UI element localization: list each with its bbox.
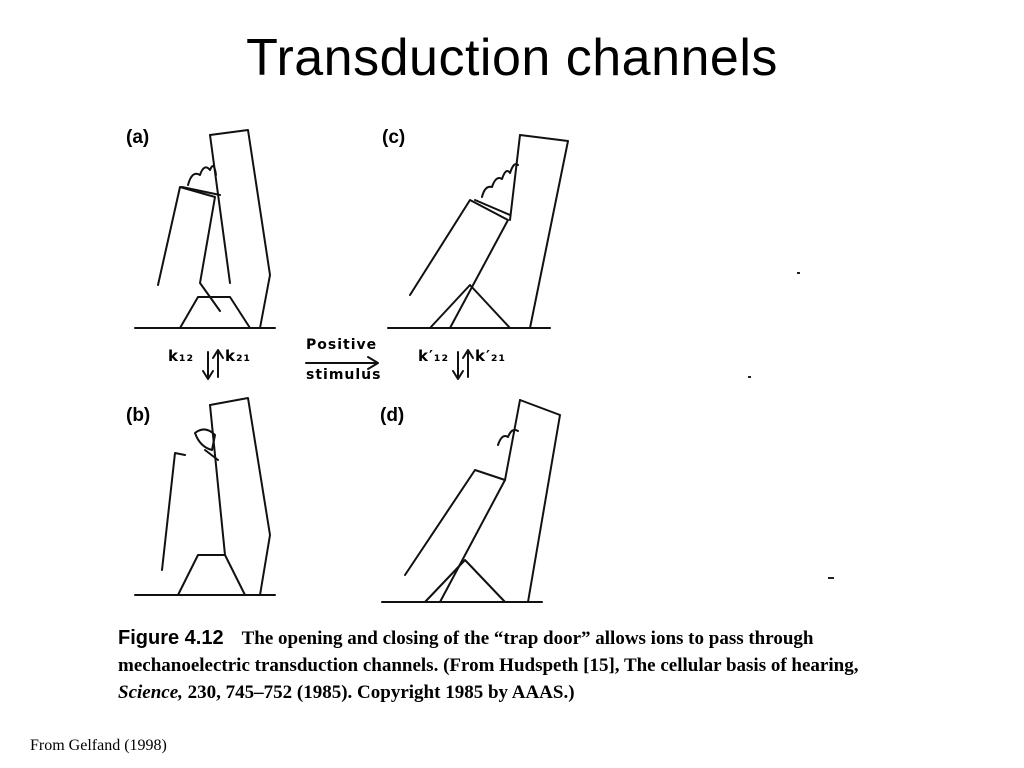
panel-label-c: (c) xyxy=(382,127,406,148)
caption-text-part1: The opening and closing of the “trap doo… xyxy=(118,628,859,676)
equilibrium-arrows-left xyxy=(202,349,224,380)
rate-k21: k₂₁ xyxy=(225,347,252,365)
caption-figure-number: Figure 4.12 xyxy=(118,627,224,649)
panel-label-b: (b) xyxy=(126,405,151,426)
panel-label-a: (a) xyxy=(126,127,150,148)
panel-label-d: (d) xyxy=(380,405,405,426)
equilibrium-arrows-right xyxy=(452,349,474,380)
slide-title: Transduction channels xyxy=(246,29,778,87)
rate-k12-prime: k′₁₂ xyxy=(418,347,450,365)
caption-journal: Science, xyxy=(118,682,183,703)
stimulus-arrow xyxy=(305,356,379,370)
panel-c-drawing xyxy=(387,134,569,329)
rate-k12: k₁₂ xyxy=(168,347,195,365)
caption-text-part2: 230, 745–752 (1985). Copyright 1985 by A… xyxy=(182,682,575,703)
figure-drawing xyxy=(134,129,569,603)
scan-speck xyxy=(828,577,834,579)
panel-d-drawing xyxy=(381,399,561,603)
panel-b-drawing xyxy=(134,397,276,596)
stimulus-label-stimulus: stimulus xyxy=(306,367,382,383)
source-citation: From Gelfand (1998) xyxy=(30,737,167,754)
rate-k21-prime: k′₂₁ xyxy=(475,347,507,365)
stimulus-label-positive: Positive xyxy=(306,337,378,353)
panel-a-drawing xyxy=(134,129,276,329)
scan-speck xyxy=(797,272,800,274)
figure-hair-bundle-diagram: (a) (c) (b) (d) k₁₂ k₂₁ Positive stimulu… xyxy=(110,115,910,615)
scan-speck xyxy=(748,376,751,378)
